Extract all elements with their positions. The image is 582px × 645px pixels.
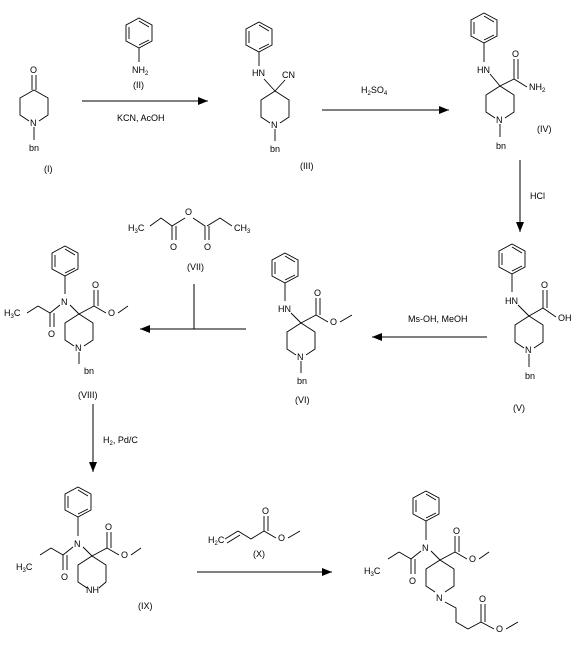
atom-o: O xyxy=(30,65,37,75)
svg-text:H2, Pd/C: H2, Pd/C xyxy=(103,435,138,447)
atom-o-carbonyl-2: O xyxy=(479,594,486,604)
atom-o-amide: O xyxy=(409,576,416,586)
reagent-label: HCl xyxy=(530,191,545,201)
compound-V: HN O OH N bn (V) xyxy=(498,243,572,413)
compound-II: NH2 (II) xyxy=(125,17,153,90)
atom-o-carbonyl: O xyxy=(314,288,321,298)
benzyl-label: bn xyxy=(29,143,39,153)
atom-nh: NH xyxy=(86,585,99,595)
compound-III: HN CN N bn (III) xyxy=(245,21,314,171)
atom-n-amide: N xyxy=(74,539,81,549)
atom-o-ester: O xyxy=(469,554,476,564)
benzyl-label: bn xyxy=(84,366,94,376)
compound-id: (IX) xyxy=(138,601,153,611)
atom-n: N xyxy=(297,352,304,362)
atom-o-right: O xyxy=(204,242,211,252)
compound-id: (IV) xyxy=(537,124,552,134)
atom-hn: HN xyxy=(505,296,518,306)
svg-text:H3C: H3C xyxy=(16,562,33,574)
atom-n: N xyxy=(496,115,503,125)
compound-id: (VII) xyxy=(187,262,204,272)
svg-text:NH2: NH2 xyxy=(132,65,149,77)
svg-text:H3C: H3C xyxy=(128,223,145,235)
atom-hn: HN xyxy=(477,65,490,75)
compound-id: (III) xyxy=(300,161,314,171)
atom-o-ester: O xyxy=(278,533,285,543)
atom-n: N xyxy=(436,593,443,603)
atom-h: H xyxy=(364,566,371,576)
atom-o-ester: O xyxy=(121,550,128,560)
benzyl-label: bn xyxy=(270,144,280,154)
arrow-step1: KCN, AcOH xyxy=(82,97,208,123)
subscript: 2 xyxy=(145,71,149,77)
compound-id: (VIII) xyxy=(78,390,98,400)
atom-o-ester: O xyxy=(330,317,337,327)
compound-id: (X) xyxy=(253,549,265,559)
compound-IX: H3C N O O O NH (IX) xyxy=(16,486,153,611)
reagent-label: KCN, AcOH xyxy=(117,113,165,123)
reagent-h: H xyxy=(361,85,368,95)
arrow-step4: Ms-OH, MeOH xyxy=(372,314,487,341)
atom-n-amide: N xyxy=(422,543,429,553)
atom-nh: NH xyxy=(132,65,145,75)
svg-text:H2SO4: H2SO4 xyxy=(361,85,388,97)
arrow-step2: H2SO4 xyxy=(322,85,449,114)
compound-product: H3C N O O O N O O xyxy=(364,490,519,634)
compound-IV: HN O NH2 N bn (IV) xyxy=(470,12,552,151)
svg-text:H3C: H3C xyxy=(4,308,21,320)
benzyl-label: bn xyxy=(525,371,535,381)
atom-nh: NH xyxy=(529,82,542,92)
atom-c: C xyxy=(234,223,241,233)
atom-n-amide: N xyxy=(61,297,68,307)
atom-n: N xyxy=(271,120,278,130)
arrow-step5 xyxy=(140,284,246,333)
compound-X: H2C O O (X) xyxy=(208,506,301,559)
atom-h: H xyxy=(4,308,11,318)
atom-o-carbonyl: O xyxy=(262,506,269,516)
benzyl-label: bn xyxy=(297,376,307,386)
compound-id: (II) xyxy=(133,80,144,90)
atom-oh: OH xyxy=(558,313,572,323)
svg-text:H2C: H2C xyxy=(208,535,225,547)
reagent-h: H xyxy=(103,435,110,445)
benzyl-label: bn xyxy=(496,141,506,151)
atom-o-ester-2: O xyxy=(496,624,503,634)
atom-o-amide: O xyxy=(61,572,68,582)
atom-hn: HN xyxy=(252,68,265,78)
atom-n: N xyxy=(30,118,37,128)
arrow-step7 xyxy=(197,568,332,576)
atom-h: H xyxy=(128,223,135,233)
atom-o-carbonyl: O xyxy=(105,522,112,532)
arrow-step3: HCl xyxy=(516,160,545,232)
compound-id: (I) xyxy=(44,164,53,174)
svg-text:CH3: CH3 xyxy=(234,223,251,235)
compound-I: O N bn (I) xyxy=(19,65,53,174)
compound-id: (VI) xyxy=(295,395,310,405)
atom-cn: CN xyxy=(282,70,295,80)
atom-o-ester: O xyxy=(108,308,115,318)
compound-VIII: H3C N O O O N bn (VIII) xyxy=(4,245,129,400)
svg-text:NH2: NH2 xyxy=(529,82,546,94)
atom-h: H xyxy=(16,562,23,572)
atom-o-bridge: O xyxy=(185,207,192,217)
atom-o-carbonyl: O xyxy=(453,526,460,536)
atom-hn: HN xyxy=(278,304,291,314)
atom-o: O xyxy=(512,49,519,59)
atom-o: O xyxy=(541,280,548,290)
atom-o-left: O xyxy=(170,242,177,252)
atom-o-carbonyl: O xyxy=(92,280,99,290)
svg-text:H3C: H3C xyxy=(364,566,381,578)
atom-n: N xyxy=(525,345,532,355)
atom-n: N xyxy=(75,343,82,353)
atom-o-amide: O xyxy=(48,329,55,339)
reagent-label: Ms-OH, MeOH xyxy=(408,314,468,324)
compound-VI: HN O O N bn (VI) xyxy=(271,252,353,405)
atom-h: H xyxy=(208,535,215,545)
compound-id: (V) xyxy=(513,403,525,413)
arrow-step6: H2, Pd/C xyxy=(89,404,138,472)
compound-VII: H3C O O O CH3 (VII) xyxy=(128,207,251,272)
